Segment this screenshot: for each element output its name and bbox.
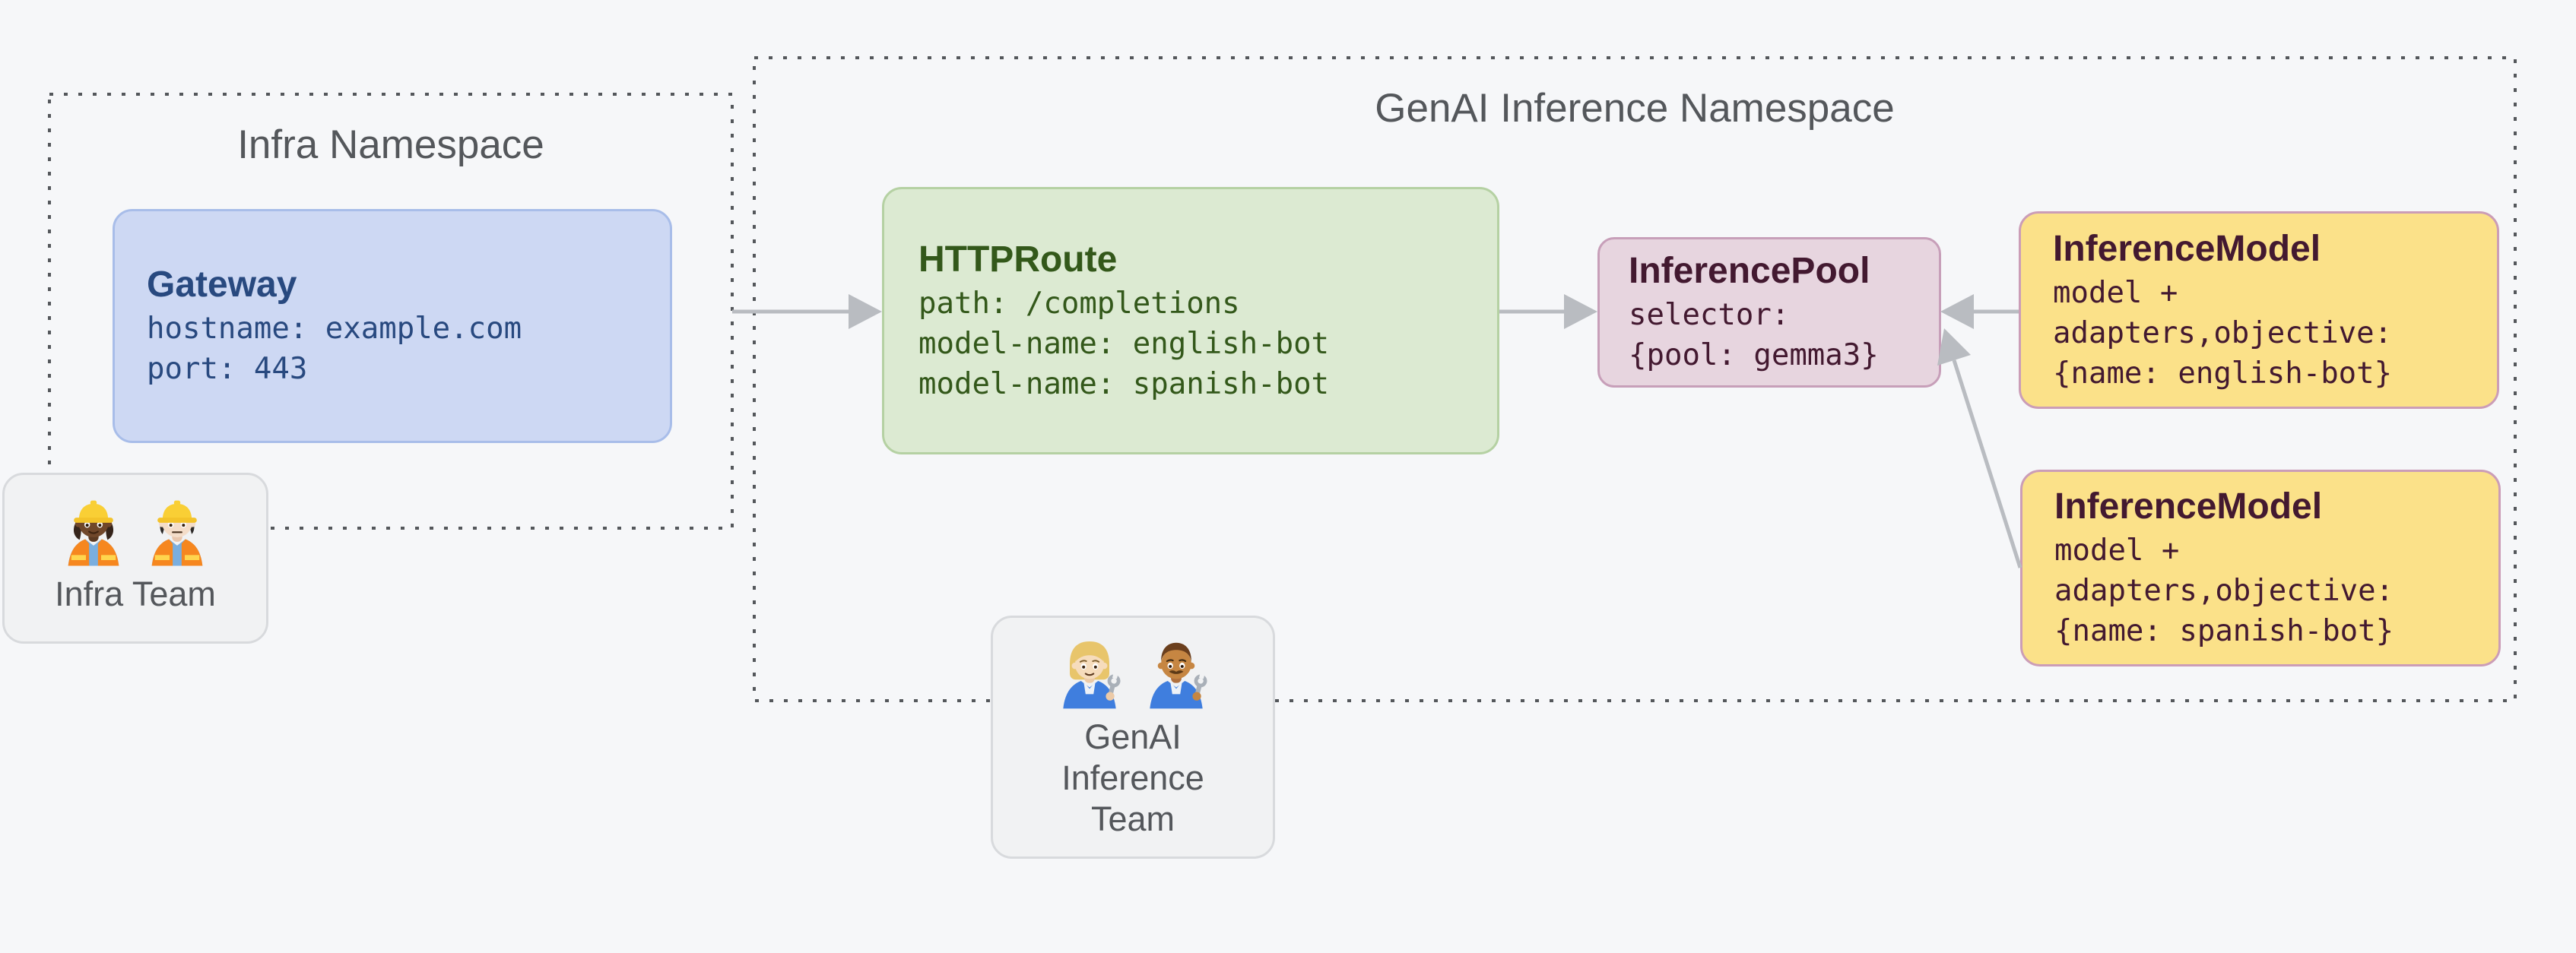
genai-team-label-line1: GenAI [1084, 717, 1182, 756]
genai-team-label-line2: Inference [1061, 758, 1204, 797]
inference-model-english-line-adapters: adapters,objective: [2053, 315, 2393, 350]
infra-team-figures [56, 493, 215, 566]
infra-namespace-group: Infra Namespace [48, 93, 734, 530]
inference-model-english-title: InferenceModel [2053, 228, 2321, 269]
infra-team-label: Infra Team [55, 575, 216, 613]
inference-model-spanish-title: InferenceModel [2054, 486, 2323, 527]
httproute-line-path: path: /completions [918, 286, 1240, 321]
inference-model-spanish-line-model: model + [2054, 533, 2180, 568]
genai-team-figures [1050, 633, 1216, 709]
gateway-card: Gateway hostname: example.com port: 443 [113, 209, 672, 443]
inference-model-spanish-line-name: {name: spanish-bot} [2054, 614, 2394, 648]
woman-construction-worker-emoji [68, 500, 119, 566]
inference-pool-line-selector: selector: [1629, 298, 1790, 332]
genai-namespace-title: GenAI Inference Namespace [1375, 86, 1895, 131]
inference-pool-card: InferencePool selector: {pool: gemma3} [1597, 237, 1941, 388]
gateway-title: Gateway [147, 264, 297, 305]
httproute-line-english: model-name: english-bot [918, 326, 1330, 361]
inference-model-spanish-line-adapters: adapters,objective: [2054, 574, 2394, 608]
inference-pool-line-pool: {pool: gemma3} [1629, 338, 1879, 372]
inference-model-english-line-model: model + [2053, 275, 2178, 310]
genai-team-label-line3: Team [1090, 799, 1175, 838]
httproute-line-spanish: model-name: spanish-bot [918, 366, 1330, 401]
inference-pool-title: InferencePool [1629, 251, 1870, 291]
httproute-title: HTTPRoute [918, 239, 1118, 280]
inference-model-english-line-name: {name: english-bot} [2053, 356, 2393, 391]
httproute-card: HTTPRoute path: /completions model-name:… [882, 187, 1499, 454]
infra-team-badge: Infra Team [2, 473, 268, 644]
inference-model-spanish-card: InferenceModel model + adapters,objectiv… [2020, 470, 2501, 666]
inference-model-english-card: InferenceModel model + adapters,objectiv… [2019, 211, 2499, 409]
genai-namespace-group: GenAI Inference Namespace [753, 56, 2517, 702]
man-construction-worker-emoji [151, 500, 203, 566]
infra-namespace-title: Infra Namespace [237, 122, 544, 167]
man-mechanic-emoji [1150, 642, 1207, 709]
genai-team-label: GenAI Inference Team [1061, 717, 1204, 840]
gateway-line-port: port: 443 [147, 352, 308, 386]
gateway-line-hostname: hostname: example.com [147, 312, 522, 346]
woman-mechanic-emoji [1063, 641, 1121, 709]
genai-team-badge: GenAI Inference Team [991, 616, 1275, 859]
genai-namespace-dotted-border [753, 56, 2517, 702]
